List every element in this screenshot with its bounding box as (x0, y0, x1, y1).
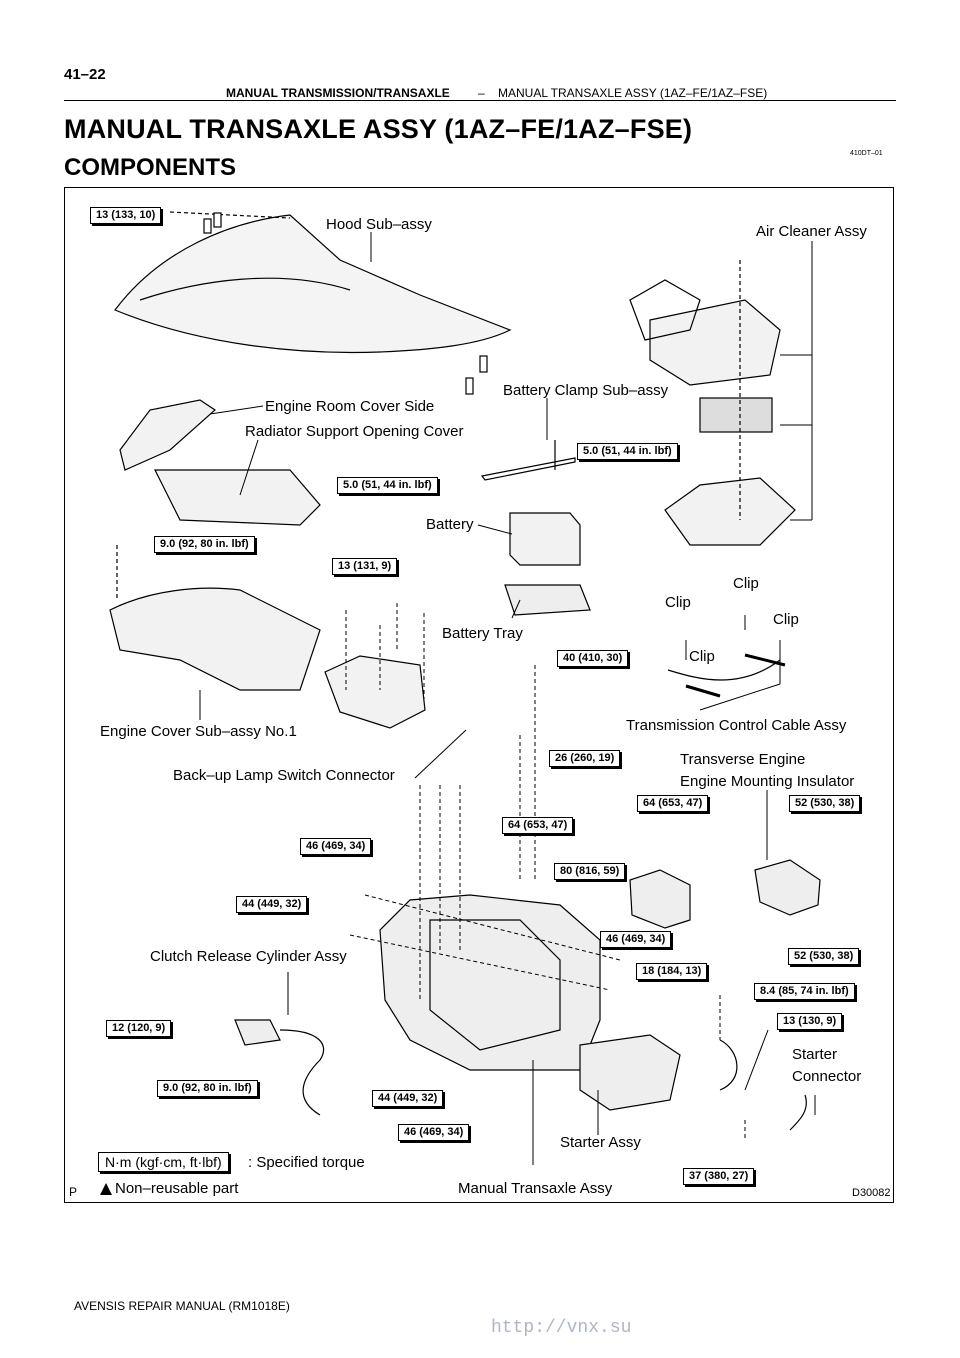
label-backup-lamp-switch-connector: Back–up Lamp Switch Connector (173, 767, 395, 784)
torque-spec: 12 (120, 9) (106, 1020, 172, 1037)
page-number: 41–22 (64, 66, 106, 83)
label-clip: Clip (773, 611, 799, 628)
label-transverse-engine: Transverse Engine (680, 751, 806, 768)
subsection-title: MANUAL TRANSAXLE ASSY (1AZ–FE/1AZ–FSE) (498, 86, 768, 100)
label-starter-assy: Starter Assy (560, 1134, 641, 1151)
label-battery-clamp-sub-assy: Battery Clamp Sub–assy (503, 382, 669, 399)
legend-unit-box: N·m (kgf·cm, ft·lbf) (98, 1152, 229, 1172)
torque-spec: 8.4 (85, 74 in. lbf) (754, 983, 855, 1000)
torque-spec: 13 (131, 9) (332, 558, 398, 575)
label-battery: Battery (426, 516, 474, 533)
label-hood-sub-assy: Hood Sub–assy (326, 216, 432, 233)
torque-spec: 46 (469, 34) (600, 931, 672, 948)
torque-spec: 44 (449, 32) (236, 896, 308, 913)
torque-spec: 5.0 (51, 44 in. lbf) (337, 477, 438, 494)
label-air-cleaner-assy: Air Cleaner Assy (756, 223, 867, 240)
label-transmission-control-cable-assy: Transmission Control Cable Assy (626, 717, 847, 734)
torque-spec: 80 (816, 59) (554, 863, 626, 880)
watermark-link[interactable]: http://vnx.su (491, 1318, 632, 1338)
header-separator: – (478, 86, 485, 100)
torque-spec: 40 (410, 30) (557, 650, 629, 667)
torque-spec: 9.0 (92, 80 in. lbf) (154, 536, 255, 553)
torque-spec: 52 (530, 38) (788, 948, 860, 965)
page-subtitle: COMPONENTS (64, 154, 237, 181)
label-battery-tray: Battery Tray (442, 625, 523, 642)
label-starter-connector: Starter (792, 1046, 838, 1063)
torque-spec: 13 (133, 10) (90, 207, 162, 224)
torque-spec: 46 (469, 34) (398, 1124, 470, 1141)
label-engine-room-cover-side: Engine Room Cover Side (265, 398, 435, 415)
torque-spec: 26 (260, 19) (549, 750, 621, 767)
footer-manual-title: AVENSIS REPAIR MANUAL (RM1018E) (74, 1299, 290, 1313)
torque-spec: 13 (130, 9) (777, 1013, 843, 1030)
legend-nonreusable-text: Non–reusable part (115, 1180, 239, 1197)
label-engine-mounting-insulator: Engine Mounting Insulator (680, 773, 855, 790)
torque-spec: 18 (184, 13) (636, 963, 708, 980)
label-manual-transaxle-assy: Manual Transaxle Assy (458, 1180, 613, 1197)
torque-spec: 52 (530, 38) (789, 795, 861, 812)
label-radiator-support-opening-cover: Radiator Support Opening Cover (245, 423, 464, 440)
header-rule (64, 100, 896, 101)
document-code: 410DT–01 (850, 150, 883, 157)
label-clutch-release-cylinder-assy: Clutch Release Cylinder Assy (150, 948, 347, 965)
torque-spec: 64 (653, 47) (637, 795, 709, 812)
label-engine-cover-sub-assy: Engine Cover Sub–assy No.1 (100, 723, 297, 740)
label-clip: Clip (689, 648, 715, 665)
label-clip: Clip (733, 575, 759, 592)
torque-spec: 46 (469, 34) (300, 838, 372, 855)
nonreusable-triangle-icon (100, 1183, 112, 1195)
label-clip: Clip (665, 594, 691, 611)
figure-frame (64, 187, 894, 1203)
figure-id: D30082 (852, 1187, 891, 1199)
torque-spec: 64 (653, 47) (502, 817, 574, 834)
figure-corner-mark: P (69, 1185, 78, 1199)
torque-spec: 37 (380, 27) (683, 1168, 755, 1185)
page-title: MANUAL TRANSAXLE ASSY (1AZ–FE/1AZ–FSE) (64, 114, 693, 144)
torque-spec: 44 (449, 32) (372, 1090, 444, 1107)
label-starter-connector: Connector (792, 1068, 862, 1085)
torque-spec: 9.0 (92, 80 in. lbf) (157, 1080, 258, 1097)
section-title: MANUAL TRANSMISSION/TRANSAXLE (226, 86, 450, 100)
torque-spec: 5.0 (51, 44 in. lbf) (577, 443, 678, 460)
legend-unit-text: : Specified torque (248, 1154, 365, 1171)
